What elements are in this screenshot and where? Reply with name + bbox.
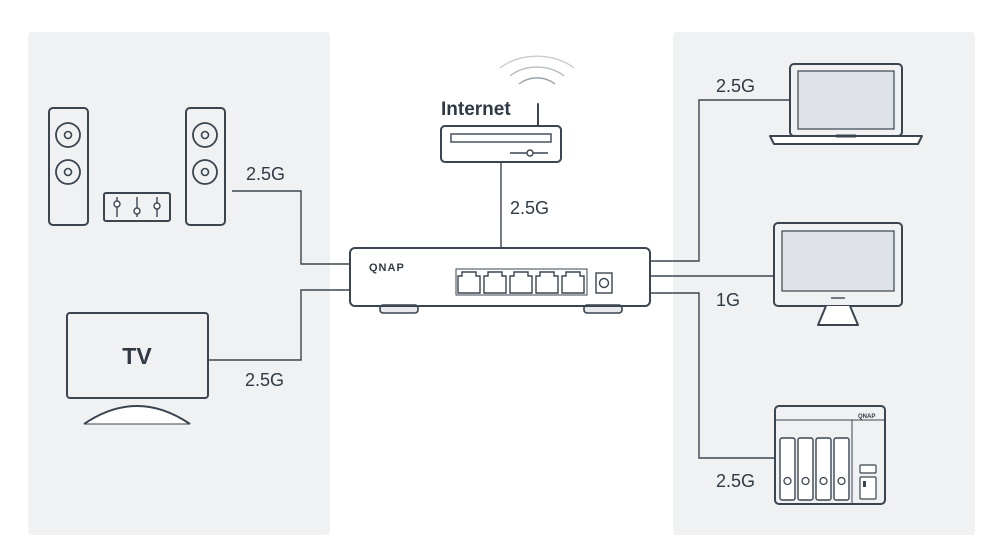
- speakers-link-speed: 2.5G: [246, 164, 285, 184]
- internet-label: Internet: [441, 99, 511, 120]
- nas-icon: [774, 405, 886, 505]
- tv-icon: [66, 312, 209, 425]
- switch-ports: [457, 271, 585, 294]
- left-zone-panel: [28, 32, 330, 535]
- monitor-icon: [773, 222, 903, 326]
- speaker-left-icon: [48, 107, 89, 226]
- monitor-link-speed: 1G: [716, 290, 740, 310]
- connection-lines: [208, 99, 790, 459]
- laptop-link-line: [650, 99, 790, 262]
- switch-brand-logo: QNAP: [369, 262, 405, 274]
- router-link-speed: 2.5G: [510, 198, 549, 218]
- wifi-icon: [499, 55, 575, 85]
- speaker-right-icon: [185, 107, 226, 226]
- nas-link-speed: 2.5G: [716, 471, 755, 491]
- tv-link-line: [208, 289, 350, 361]
- network-switch: [349, 247, 651, 314]
- nas-drive-bays: [779, 437, 850, 501]
- nas-link-line: [650, 292, 775, 459]
- power-jack: [595, 272, 613, 294]
- nas-brand-logo: QNAP: [858, 414, 875, 420]
- laptop-link-speed: 2.5G: [716, 76, 755, 96]
- tv-link-speed: 2.5G: [245, 370, 284, 390]
- router-icon: [440, 103, 562, 163]
- tv-label: TV: [122, 343, 152, 369]
- laptop-icon: [769, 63, 923, 145]
- audio-mixer-icon: [103, 192, 171, 222]
- speakers-link-line: [232, 190, 350, 265]
